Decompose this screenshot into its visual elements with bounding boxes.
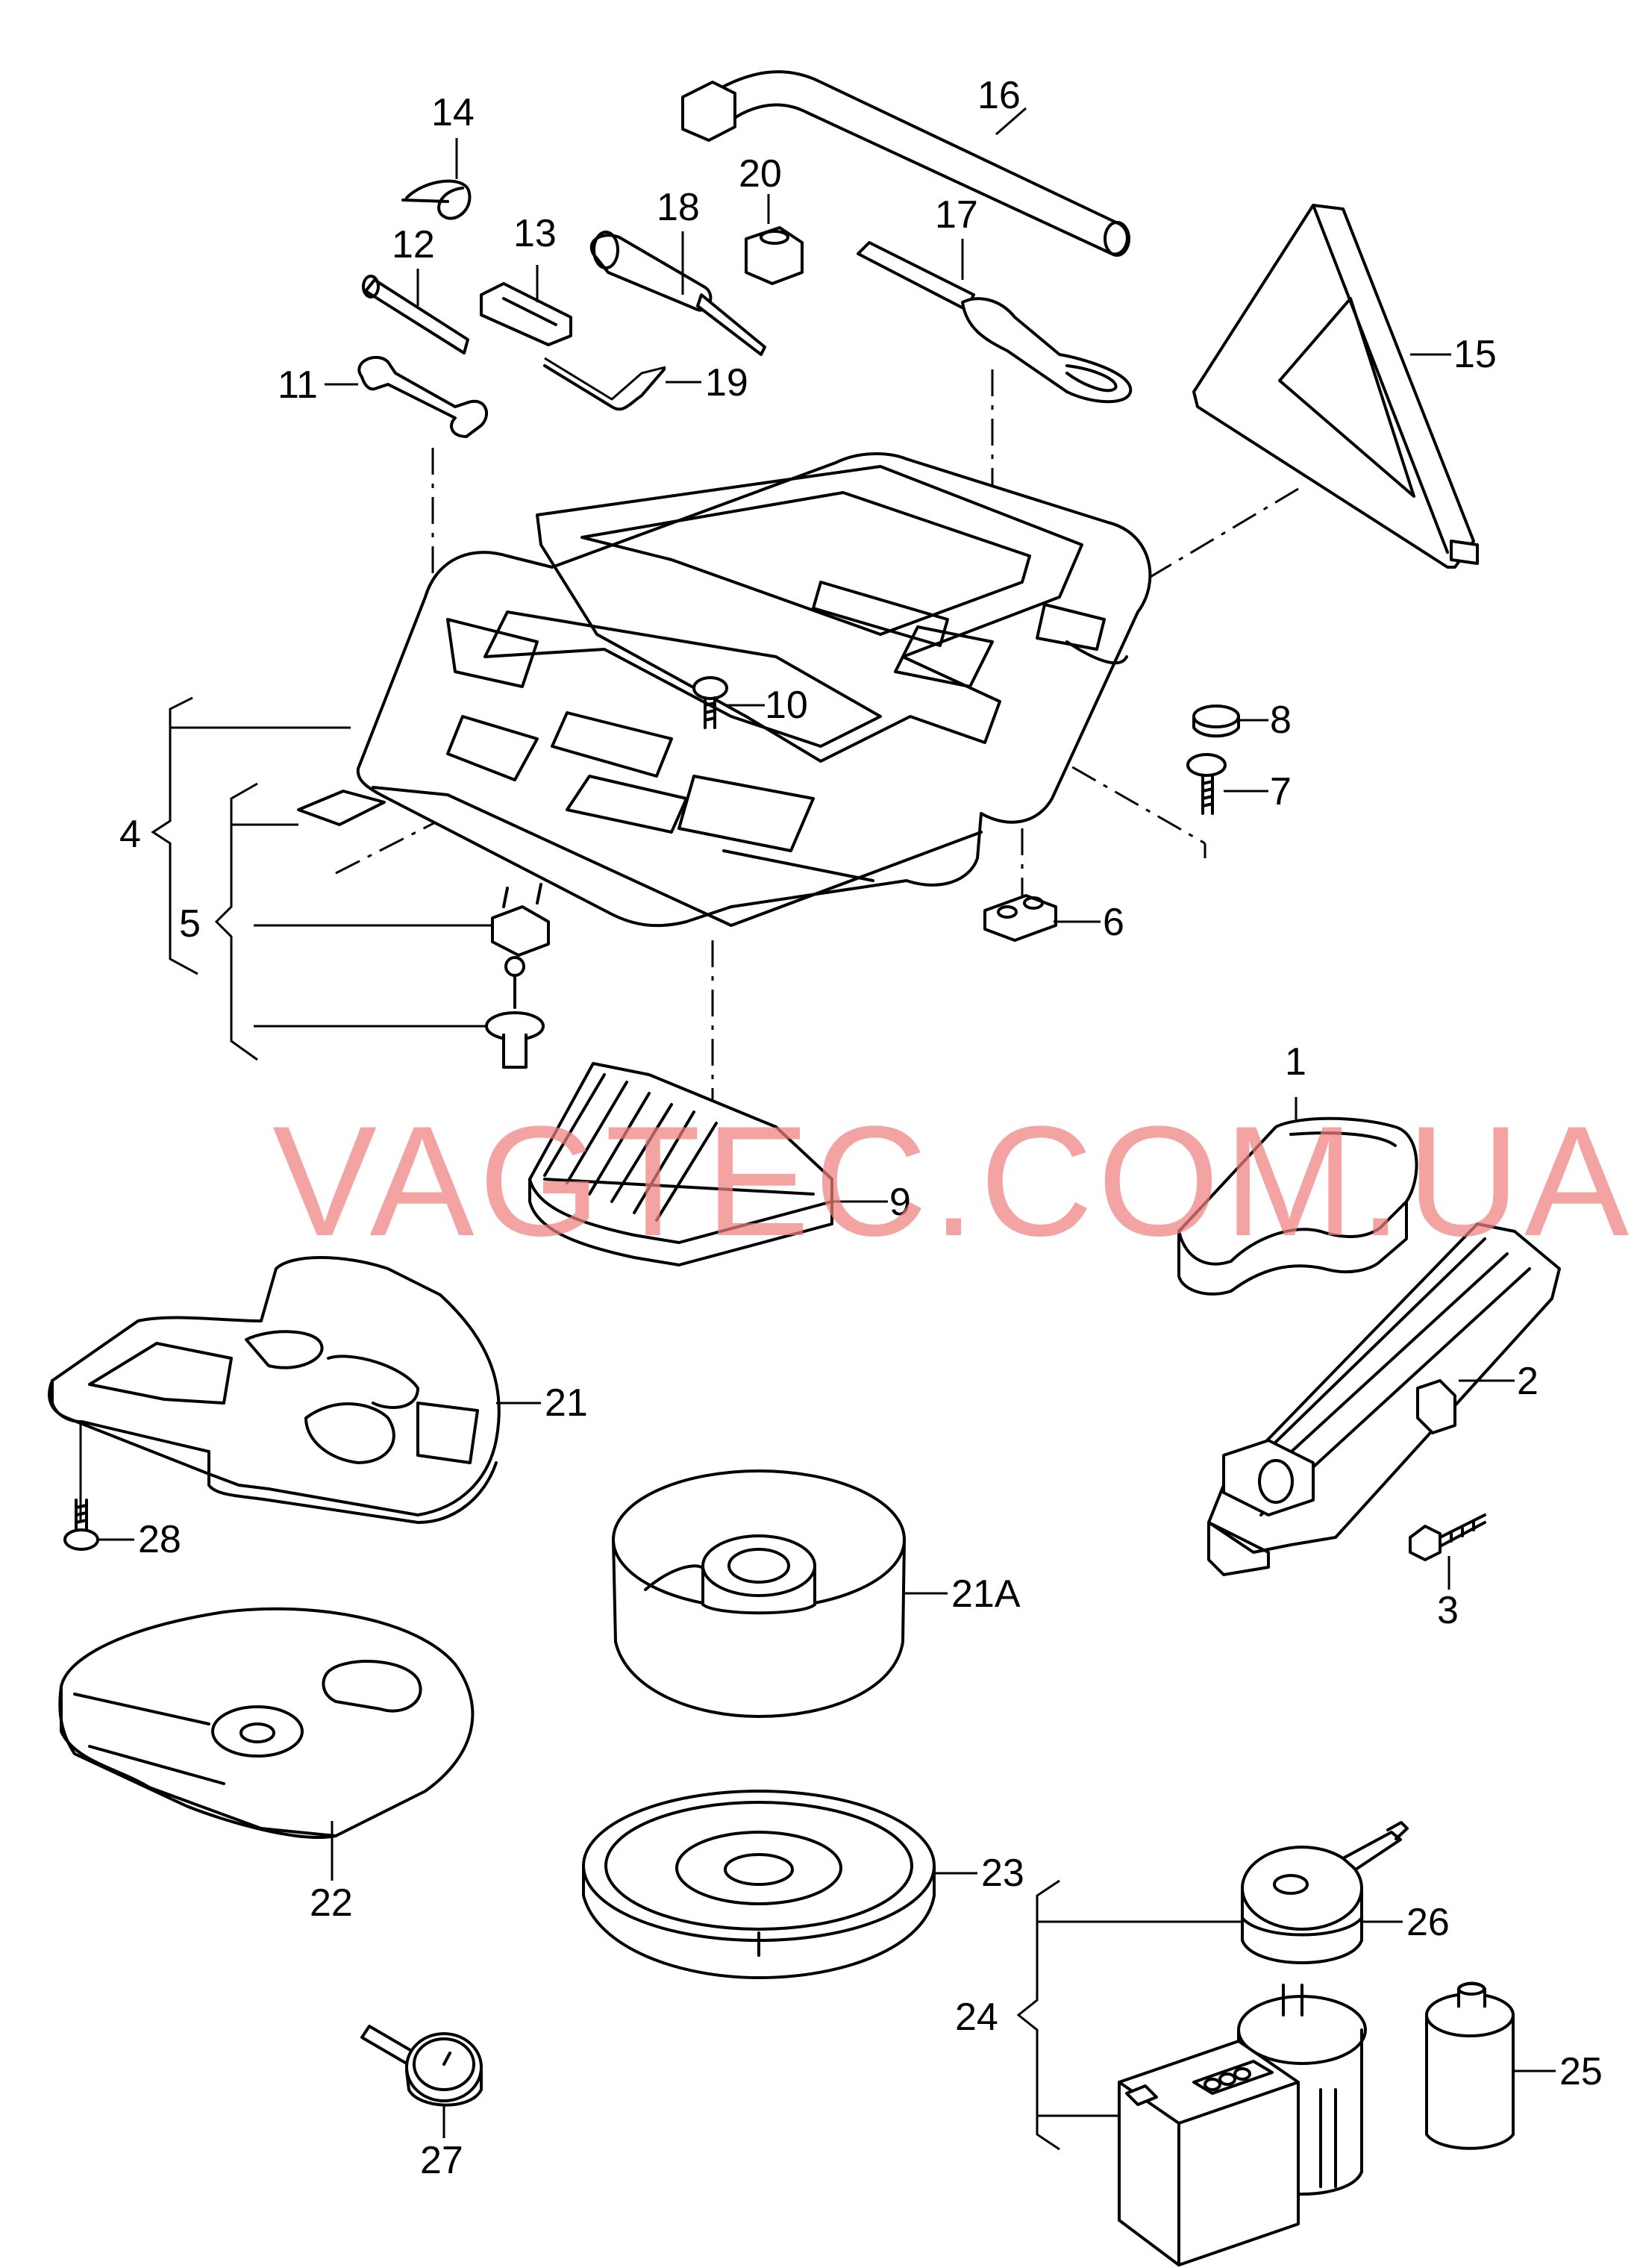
callout-1: 1	[1285, 1040, 1306, 1084]
callout-8: 8	[1270, 699, 1292, 742]
callout-23: 23	[981, 1852, 1024, 1895]
callout-4: 4	[119, 813, 141, 856]
screwdriver-part	[589, 231, 766, 356]
floor-mat-part	[528, 1062, 833, 1266]
jack-foam-part	[1177, 1116, 1418, 1296]
callout-21: 21	[545, 1381, 588, 1425]
callout-3: 3	[1437, 1589, 1459, 1632]
grommet-part	[983, 894, 1057, 942]
callout-25: 25	[1559, 2050, 1603, 2093]
tow-eye-part	[857, 241, 1133, 404]
sealant-bottle-part	[1241, 1821, 1409, 1964]
spacer-cylinder-part	[612, 1469, 906, 1718]
callout-26: 26	[1406, 1901, 1450, 1944]
hex-key-part	[543, 357, 666, 411]
callout-15: 15	[1453, 333, 1497, 376]
callout-21A: 21A	[951, 1572, 1021, 1616]
mat-clip-part	[297, 790, 386, 826]
callout-2: 2	[1517, 1360, 1539, 1403]
clip-part	[480, 282, 572, 346]
callout-7: 7	[1270, 770, 1292, 813]
callout-22: 22	[310, 1881, 353, 1925]
tire-pressure-gauge-part	[360, 2025, 483, 2107]
callout-28: 28	[138, 1518, 181, 1561]
car-jack-part	[1207, 1222, 1561, 1576]
callout-13: 13	[513, 212, 557, 255]
callout-17: 17	[935, 193, 978, 237]
wheel-brace-part	[681, 70, 1130, 257]
callout-27: 27	[420, 2139, 463, 2182]
callout-6: 6	[1103, 901, 1124, 944]
spare-wheel-cover-part	[58, 1607, 475, 1839]
leader-16	[995, 107, 1027, 136]
callout-11: 11	[278, 363, 318, 407]
callout-10: 10	[765, 684, 808, 727]
callout-19: 19	[705, 361, 748, 404]
callout-24: 24	[955, 1996, 998, 2039]
callout-12: 12	[392, 223, 435, 266]
watermark-text: VAGTEC.COM.UA	[272, 1093, 1633, 1269]
screw-28-part	[63, 1499, 99, 1551]
callout-5: 5	[179, 902, 201, 946]
callout-20: 20	[739, 152, 782, 196]
open-end-wrench-part	[357, 355, 489, 438]
spare-sealant-bottle-part	[1425, 1981, 1515, 2150]
expanding-rivet-part	[485, 956, 545, 1069]
screw-10-part	[692, 676, 728, 729]
callout-16: 16	[977, 74, 1021, 117]
jack-bolt-part	[1409, 1513, 1486, 1561]
callout-9: 9	[889, 1181, 911, 1224]
pin-part	[362, 275, 469, 354]
tire-compressor-part	[1118, 1984, 1367, 2267]
spare-wheel-foam-insert-part	[48, 1256, 501, 1524]
tool-tray-part	[356, 452, 1152, 928]
callout-14: 14	[431, 91, 475, 134]
retaining-clip-part	[491, 883, 550, 957]
warning-triangle-part	[1192, 204, 1479, 569]
spring-clip-part	[401, 179, 472, 220]
callout-18: 18	[657, 186, 700, 229]
wheel-tray-disc-part	[582, 1790, 936, 1979]
bolt-adapter-part	[745, 226, 804, 285]
screw-7-part	[1186, 753, 1227, 815]
cap-part	[1192, 705, 1240, 738]
